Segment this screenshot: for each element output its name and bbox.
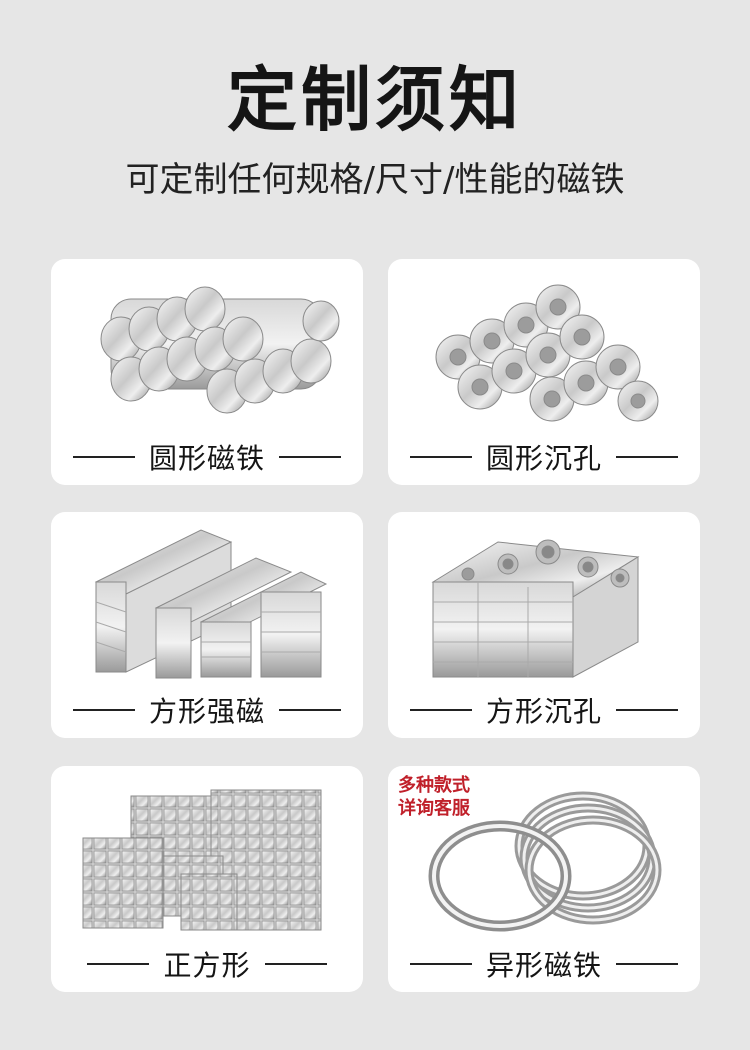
product-label: 正方形 [163,949,251,982]
product-card-cube-magnet[interactable]: 正方形 [51,766,363,992]
product-label: 圆形磁铁 [148,442,265,475]
round-magnet-image [100,286,340,414]
product-caption: 圆形磁铁 [51,437,363,477]
note-line: 详询客服 [398,798,470,819]
page-subtitle: 可定制任何规格/尺寸/性能的磁铁 [125,160,625,200]
caption-divider [264,963,327,965]
product-label: 方形强磁 [148,695,265,728]
caption-divider [616,456,678,458]
product-caption: 圆形沉孔 [388,437,700,477]
caption-divider [616,963,678,965]
caption-divider [279,456,341,458]
product-card-square-magnet[interactable]: 方形强磁 [51,512,363,738]
product-caption: 正方形 [51,944,363,984]
product-label: 圆形沉孔 [485,442,602,475]
product-card-special-magnet[interactable]: 多种款式 详询客服 异形磁铁 [388,766,700,992]
caption-divider [409,709,472,711]
page-title: 定制须知 [227,59,523,141]
product-card-round-countersunk[interactable]: 圆形沉孔 [388,259,700,485]
custom-styles-note: 多种款式 详询客服 [398,774,470,820]
caption-divider [279,709,341,711]
product-label: 方形沉孔 [485,695,602,728]
cube-magnet-image [82,789,322,931]
caption-divider [409,963,472,965]
product-caption: 方形沉孔 [388,690,700,730]
product-caption: 异形磁铁 [388,944,700,984]
caption-divider [72,709,135,711]
round-countersunk-image [435,284,659,422]
product-caption: 方形强磁 [51,690,363,730]
ring-magnet-image [428,791,662,932]
square-magnet-image [94,529,328,679]
note-line: 多种款式 [398,775,470,796]
caption-divider [409,456,472,458]
product-card-square-countersunk[interactable]: 方形沉孔 [388,512,700,738]
caption-divider [616,709,678,711]
caption-divider [72,456,135,458]
product-card-round-magnet[interactable]: 圆形磁铁 [51,259,363,485]
caption-divider [87,963,150,965]
product-label: 异形磁铁 [485,949,602,982]
square-countersunk-image [431,539,640,678]
